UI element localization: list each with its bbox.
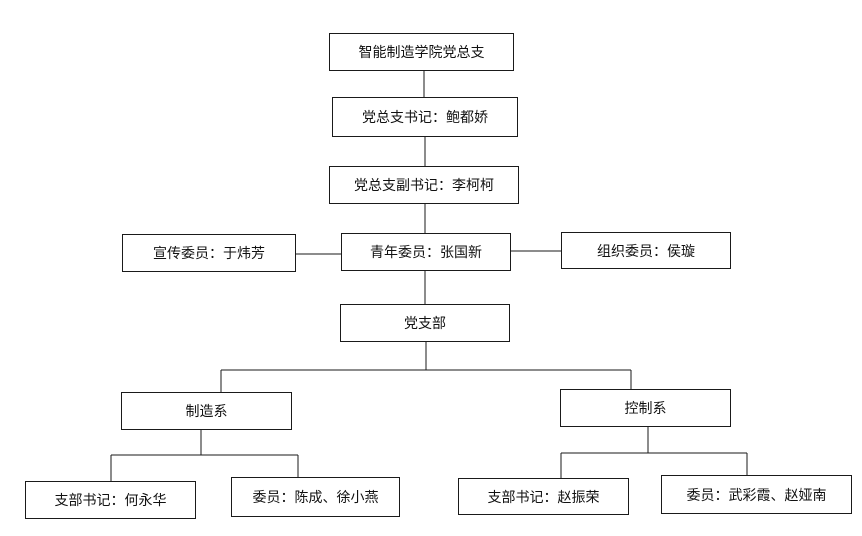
node-secretary: 党总支书记：鲍都娇 (332, 97, 518, 137)
node-control-secretary: 支部书记：赵振荣 (458, 478, 629, 515)
node-deputy-secretary-label: 党总支副书记：李柯柯 (354, 178, 494, 194)
node-manufacturing-members-label: 委员：陈成、徐小燕 (252, 490, 379, 506)
node-organization-member: 组织委员：侯璇 (561, 232, 731, 269)
node-control-members: 委员：武彩霞、赵娅南 (661, 475, 852, 514)
node-secretary-label: 党总支书记：鲍都娇 (362, 110, 488, 126)
node-department-control: 控制系 (560, 389, 731, 427)
node-youth-member-label: 青年委员：张国新 (370, 245, 482, 261)
node-department-manufacturing-label: 制造系 (185, 404, 228, 420)
node-control-secretary-label: 支部书记：赵振荣 (487, 489, 600, 506)
node-youth-member: 青年委员：张国新 (341, 233, 511, 271)
node-propaganda-member-label: 宣传委员：于炜芳 (153, 246, 265, 262)
node-party-branch: 党支部 (340, 304, 510, 342)
node-party-branch-label: 党支部 (404, 316, 446, 332)
node-manufacturing-secretary-label: 支部书记：何永华 (54, 493, 167, 509)
node-general-branch-label: 智能制造学院党总支 (358, 45, 485, 61)
node-manufacturing-members: 委员：陈成、徐小燕 (231, 477, 400, 517)
node-department-manufacturing: 制造系 (121, 392, 292, 430)
node-manufacturing-secretary: 支部书记：何永华 (25, 481, 196, 519)
node-control-members-label: 委员：武彩霞、赵娅南 (686, 487, 827, 504)
node-deputy-secretary: 党总支副书记：李柯柯 (329, 166, 519, 204)
node-general-branch: 智能制造学院党总支 (329, 33, 514, 71)
node-organization-member-label: 组织委员：侯璇 (597, 243, 695, 260)
node-propaganda-member: 宣传委员：于炜芳 (122, 234, 296, 272)
node-department-control-label: 控制系 (624, 401, 667, 417)
